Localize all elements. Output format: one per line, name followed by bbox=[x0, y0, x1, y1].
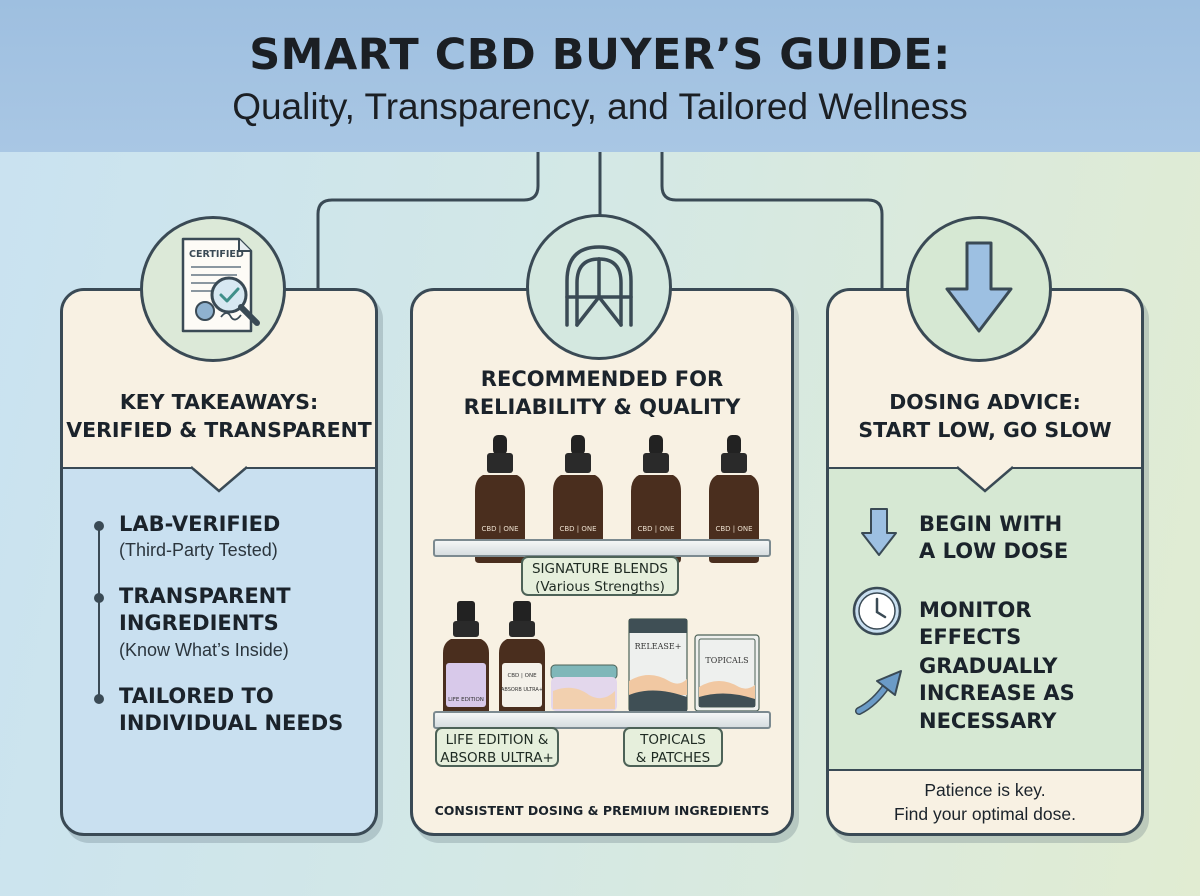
dosing-step-increase: GRADUALLY INCREASE AS NECESSARY bbox=[919, 654, 1075, 733]
takeaway-item-transparent: TRANSPARENT INGREDIENTS (Know What’s Ins… bbox=[119, 584, 291, 660]
dosing-icon-circle bbox=[906, 216, 1052, 362]
dosing-advice-panel: DOSING ADVICE: START LOW, GO SLOW BEGIN … bbox=[826, 288, 1144, 836]
signature-blends-label: SIGNATURE BLENDS (Various Strengths) bbox=[521, 556, 679, 596]
timeline-dot bbox=[94, 694, 104, 704]
key-takeaways-heading: KEY TAKEAWAYS: VERIFIED & TRANSPARENT bbox=[66, 390, 372, 442]
timeline-dot bbox=[94, 521, 104, 531]
life-absorb-label: LIFE EDITION & ABSORB ULTRA+ bbox=[435, 727, 559, 767]
recommended-heading: RECOMMENDED FOR RELIABILITY & QUALITY bbox=[463, 367, 741, 420]
connector-lines bbox=[316, 152, 884, 290]
takeaway-item-tailored: TAILORED TO INDIVIDUAL NEEDS bbox=[119, 684, 344, 736]
bottom-shelf-products: LIFE EDITION CBD | ONE ABSORB ULTRA+ REL… bbox=[443, 601, 760, 713]
shelf-bottom bbox=[433, 711, 771, 729]
svg-text:CBD | ONE: CBD | ONE bbox=[481, 525, 518, 533]
timeline-line bbox=[98, 527, 100, 697]
certified-document-icon: CERTIFIED bbox=[181, 237, 260, 333]
dosing-step-monitor: MONITOR EFFECTS bbox=[919, 598, 1032, 650]
svg-text:RELEASE+: RELEASE+ bbox=[635, 642, 682, 651]
svg-text:CBD | ONE: CBD | ONE bbox=[559, 525, 596, 533]
page-subtitle: Quality, Transparency, and Tailored Well… bbox=[232, 86, 968, 127]
takeaway-item-lab-verified: LAB-VERIFIED (Third-Party Tested) bbox=[119, 512, 281, 561]
svg-text:CBD | ONE: CBD | ONE bbox=[715, 525, 752, 533]
panel-notch bbox=[190, 465, 248, 493]
svg-text:ABSORB ULTRA+: ABSORB ULTRA+ bbox=[501, 687, 543, 693]
arrow-down-icon bbox=[861, 508, 897, 556]
svg-text:CBD | ONE: CBD | ONE bbox=[507, 673, 537, 679]
svg-text:LIFE EDITION: LIFE EDITION bbox=[448, 697, 484, 703]
arrow-up-right-icon bbox=[855, 670, 902, 715]
brand-logo-circle bbox=[526, 214, 672, 360]
header-banner: SMART CBD BUYER’S GUIDE: Quality, Transp… bbox=[0, 0, 1200, 152]
page-title: SMART CBD BUYER’S GUIDE: bbox=[249, 30, 951, 80]
large-arrow-down-icon bbox=[945, 241, 1013, 333]
certificate-icon-circle: CERTIFIED bbox=[140, 216, 286, 362]
svg-text:CERTIFIED: CERTIFIED bbox=[189, 249, 244, 260]
shelf-top bbox=[433, 539, 771, 557]
center-footer: CONSISTENT DOSING & PREMIUM INGREDIENTS bbox=[434, 803, 770, 818]
dosing-advice-heading: DOSING ADVICE: START LOW, GO SLOW bbox=[858, 390, 1112, 442]
panel-notch bbox=[956, 465, 1014, 493]
svg-text:TOPICALS: TOPICALS bbox=[705, 656, 748, 665]
arch-logo-icon bbox=[565, 245, 633, 327]
svg-text:CBD | ONE: CBD | ONE bbox=[637, 525, 674, 533]
topicals-patches-label: TOPICALS & PATCHES bbox=[623, 727, 723, 767]
dosing-step-begin: BEGIN WITH A LOW DOSE bbox=[919, 512, 1069, 564]
clock-icon bbox=[852, 586, 902, 636]
timeline-dot bbox=[94, 593, 104, 603]
key-takeaways-panel: KEY TAKEAWAYS: VERIFIED & TRANSPARENT LA… bbox=[60, 288, 378, 836]
dosing-footer: Patience is key. Find your optimal dose. bbox=[829, 769, 1141, 833]
recommended-products-panel: RECOMMENDED FOR RELIABILITY & QUALITY CB… bbox=[410, 288, 794, 836]
